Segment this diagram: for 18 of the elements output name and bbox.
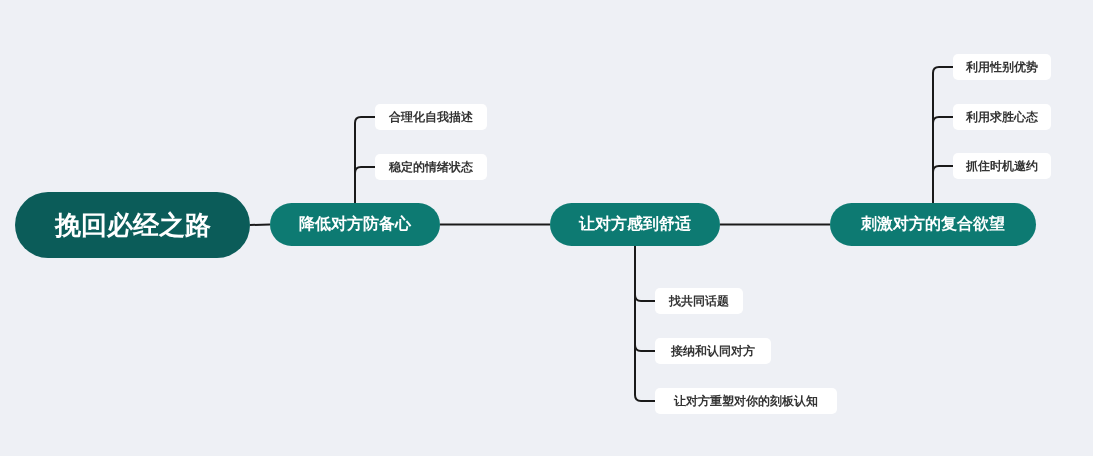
- subtopic-box: 利用求胜心态: [953, 104, 1051, 130]
- connector-line: [719, 223, 831, 226]
- main-topic: 刺激对方的复合欲望: [830, 203, 1036, 246]
- subtopic-box: 接纳和认同对方: [655, 338, 771, 364]
- connector-line: [634, 245, 656, 402]
- connector-line: [249, 223, 271, 226]
- root-topic: 挽回必经之路: [15, 192, 250, 258]
- subtopic-box: 合理化自我描述: [375, 104, 487, 130]
- subtopic-box: 稳定的情绪状态: [375, 154, 487, 180]
- subtopic-box: 利用性别优势: [953, 54, 1051, 80]
- connector-line: [439, 223, 551, 226]
- subtopic-box: 让对方重塑对你的刻板认知: [655, 388, 837, 414]
- main-topic: 让对方感到舒适: [550, 203, 720, 246]
- main-topic: 降低对方防备心: [270, 203, 440, 246]
- connector-line: [932, 165, 954, 204]
- subtopic-box: 抓住时机邀约: [953, 153, 1051, 179]
- subtopic-box: 找共同话题: [655, 288, 743, 314]
- connector-line: [354, 166, 376, 204]
